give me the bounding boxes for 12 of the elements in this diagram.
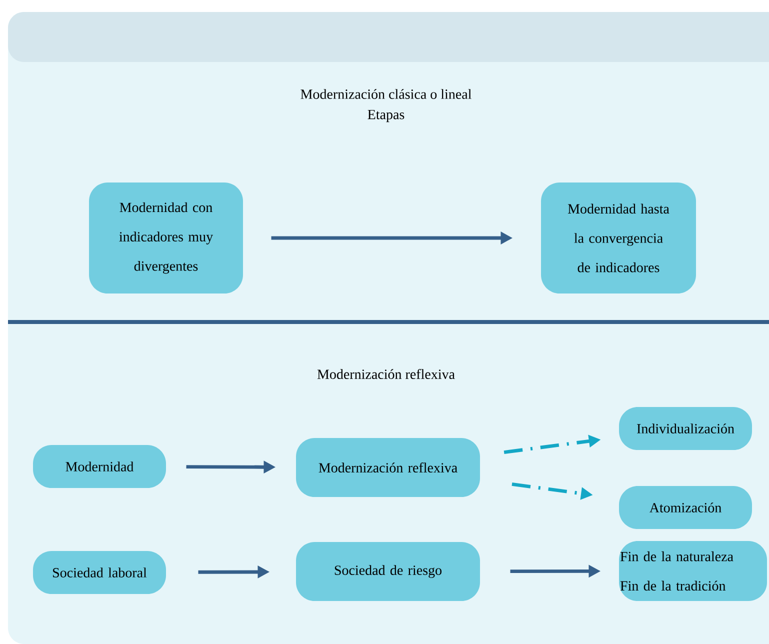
process-box: Sociedad laboral (33, 551, 166, 594)
process-box: Atomización (619, 486, 752, 529)
process-box: Modernidad con indicadores muy divergentes (89, 182, 243, 294)
process-box: Modernidad hasta la convergencia de indicadores (541, 182, 696, 294)
section-heading: Etapas (368, 110, 404, 122)
process-box: Individualización (619, 407, 752, 450)
section-heading: Modernización clásica o lineal (300, 89, 472, 99)
process-box: Fin de la naturaleza Fin de la tradición (619, 541, 767, 601)
process-box: Modernidad (33, 445, 166, 488)
section-heading: Modernización reflexiva (317, 369, 455, 380)
process-box: Modernización reflexiva (296, 438, 480, 497)
process-box: Sociedad de riesgo (296, 542, 480, 601)
